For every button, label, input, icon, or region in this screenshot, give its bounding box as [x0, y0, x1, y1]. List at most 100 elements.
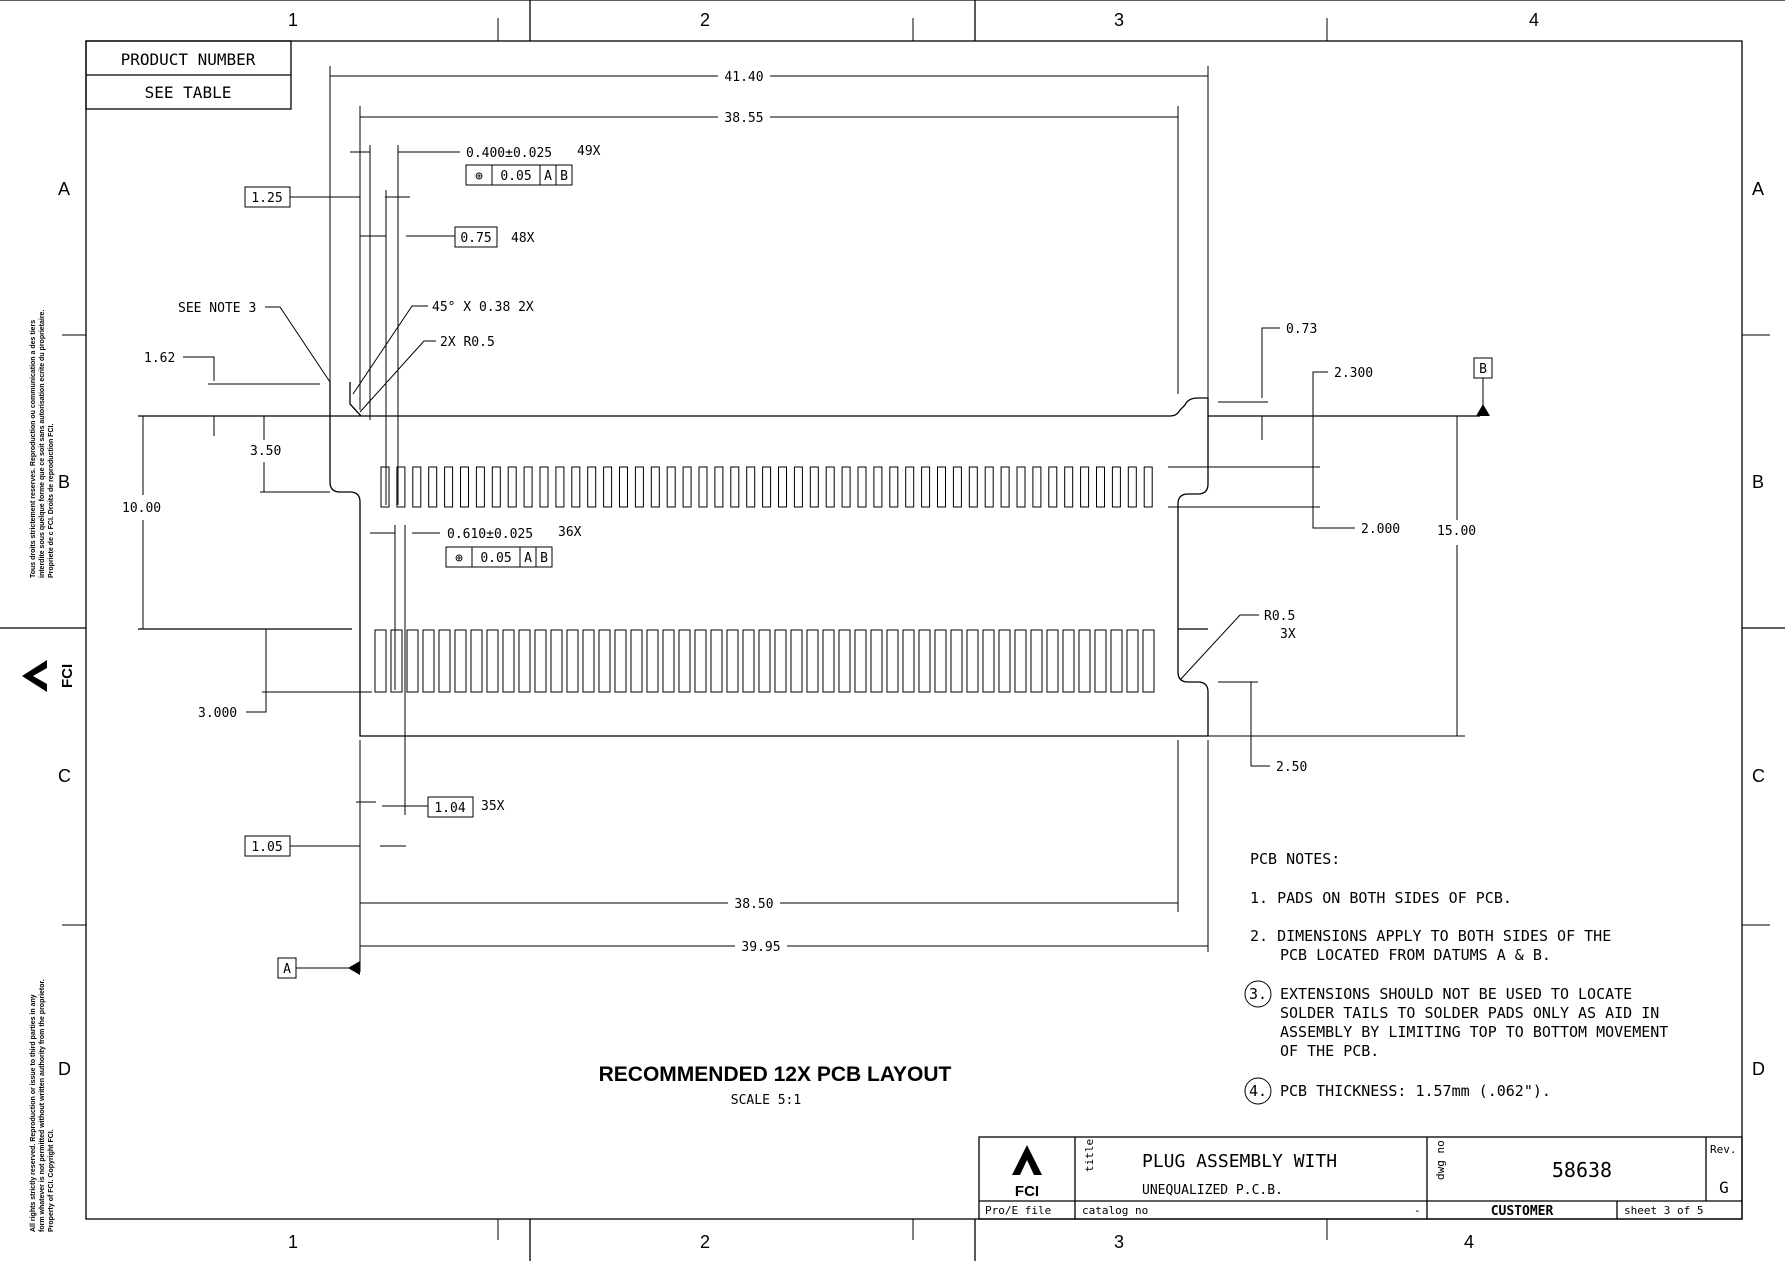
- revision: G: [1719, 1178, 1729, 1197]
- pad-bottom-9: [502, 629, 515, 693]
- pad-bottom-11: [534, 629, 547, 693]
- pad-top-35: [921, 466, 931, 508]
- pad-bottom-37: [950, 629, 963, 693]
- pad-top-2: [396, 466, 406, 508]
- zone-col-2: 2: [700, 10, 710, 30]
- dim-pad-width-top: 0.400±0.025: [466, 146, 552, 161]
- pad-bottom-4: [422, 629, 435, 693]
- note-4: PCB THICKNESS: 1.57mm (.062").: [1280, 1082, 1551, 1100]
- zone-col-1: 1: [288, 10, 298, 30]
- pad-bottom-13: [566, 629, 579, 693]
- pad-top-13: [571, 466, 581, 508]
- side-legal-text: Tous droits strictement reserves. Reprod…: [22, 310, 76, 1232]
- pad-top-21: [698, 466, 708, 508]
- pad-top-19: [666, 466, 676, 508]
- note-3-line-3: ASSEMBLY BY LIMITING TOP TO BOTTOM MOVEM…: [1280, 1023, 1668, 1041]
- zone-col-3-bottom: 3: [1114, 1232, 1124, 1252]
- dim-2-300: 2.300: [1334, 366, 1373, 381]
- view-title-text: RECOMMENDED 12X PCB LAYOUT: [599, 1063, 952, 1086]
- pad-top-12: [555, 466, 565, 508]
- pad-top-28: [809, 466, 819, 508]
- pad-bottom-16: [614, 629, 627, 693]
- drawing-title-line-2: UNEQUALIZED P.C.B.: [1142, 1183, 1283, 1198]
- datum-ref-a-bottom: A: [524, 551, 532, 566]
- product-number-label: PRODUCT NUMBER: [121, 50, 256, 69]
- pad-top-6: [460, 466, 469, 508]
- zone-row-a: A: [58, 179, 70, 199]
- pad-bottom-47: [1110, 629, 1123, 693]
- pad-top-14: [587, 466, 597, 508]
- pcb-outline: [138, 382, 1480, 737]
- product-number-value: SEE TABLE: [145, 83, 232, 102]
- rev-label: Rev.: [1710, 1143, 1737, 1156]
- datum-ref-a-top: A: [544, 169, 552, 184]
- pad-top-15: [603, 466, 613, 508]
- position-symbol-top: ⊕: [475, 169, 483, 184]
- pad-top-27: [793, 466, 803, 508]
- pad-bottom-27: [790, 629, 803, 693]
- pad-top-10: [523, 466, 533, 508]
- pad-top-18: [650, 466, 660, 508]
- note-3-number: 3.: [1249, 985, 1267, 1003]
- fci-logo: FCI: [1012, 1145, 1042, 1200]
- pad-bottom-42: [1030, 629, 1043, 693]
- side-text-bottom-3: Property of FCI. Copyright FCI.: [48, 1129, 55, 1232]
- sheet-number: sheet 3 of 5: [1624, 1204, 1703, 1217]
- pad-top-11: [539, 466, 549, 508]
- pad-top-30: [841, 466, 851, 508]
- pad-bottom-26: [774, 629, 787, 693]
- pad-top-49: [1143, 466, 1153, 508]
- dwg-no-label: dwg no: [1434, 1140, 1447, 1180]
- pad-top-40: [1000, 466, 1010, 508]
- note-3-line-2: SOLDER TAILS TO SOLDER PADS ONLY AS AID …: [1280, 1004, 1659, 1022]
- pad-bottom-29: [822, 629, 835, 693]
- pad-top-20: [682, 466, 692, 508]
- pad-top-33: [889, 466, 899, 508]
- pad-top-4: [428, 466, 438, 508]
- pad-bottom-6: [454, 629, 467, 693]
- pad-bottom-36: [934, 629, 947, 693]
- dim-38-55: 38.55: [724, 111, 763, 126]
- dim-radius-2x: 2X R0.5: [440, 335, 495, 350]
- note-1: 1. PADS ON BOTH SIDES OF PCB.: [1250, 889, 1512, 907]
- zone-col-4: 4: [1529, 10, 1539, 30]
- pad-bottom-25: [758, 629, 771, 693]
- pad-bottom-33: [886, 629, 899, 693]
- pad-bottom-28: [806, 629, 819, 693]
- zone-row-d: D: [58, 1059, 71, 1079]
- dim-radius-3x: R0.5: [1264, 609, 1295, 624]
- dim-3-000: 3.000: [198, 706, 237, 721]
- zone-row-b: B: [58, 472, 70, 492]
- pad-bottom-3: [406, 629, 419, 693]
- pad-top-34: [905, 466, 915, 508]
- zone-row-a-right: A: [1752, 179, 1764, 199]
- pad-bottom-20: [678, 629, 691, 693]
- pad-top-41: [1016, 466, 1026, 508]
- pad-bottom-46: [1094, 629, 1107, 693]
- pad-bottom-7: [470, 629, 483, 693]
- note-2-line-2: PCB LOCATED FROM DATUMS A & B.: [1280, 946, 1551, 964]
- pad-bottom-23: [726, 629, 739, 693]
- zone-col-1-bottom: 1: [288, 1232, 298, 1252]
- note-2-line-1: 2. DIMENSIONS APPLY TO BOTH SIDES OF THE: [1250, 927, 1611, 945]
- pad-bottom-19: [662, 629, 675, 693]
- pad-top-7: [475, 466, 485, 508]
- side-text-top-3: Propriete de c FCI. Droits de reproducti…: [48, 424, 55, 578]
- dim-pad-width-bottom-count: 36X: [558, 525, 582, 540]
- dim-pad-width-top-count: 49X: [577, 144, 601, 159]
- dim-15-00: 15.00: [1437, 524, 1476, 539]
- pad-top-46: [1096, 466, 1105, 508]
- pad-top-26: [778, 466, 787, 508]
- zone-row-b-right: B: [1752, 472, 1764, 492]
- tolerance-frame-top: ⊕ 0.05 A B: [465, 164, 573, 186]
- dimension-lines: 41.40 38.55 0.400±0.025 49X ⊕ 0.05 A B 1…: [122, 66, 1493, 979]
- pad-top-44: [1064, 466, 1074, 508]
- catalog-no-label: catalog no: [1082, 1204, 1148, 1217]
- pad-bottom-5: [438, 629, 451, 693]
- notes-title: PCB NOTES:: [1250, 850, 1340, 868]
- dim-3-50: 3.50: [250, 444, 281, 459]
- pad-top-47: [1111, 466, 1121, 508]
- pad-top-5: [444, 466, 454, 508]
